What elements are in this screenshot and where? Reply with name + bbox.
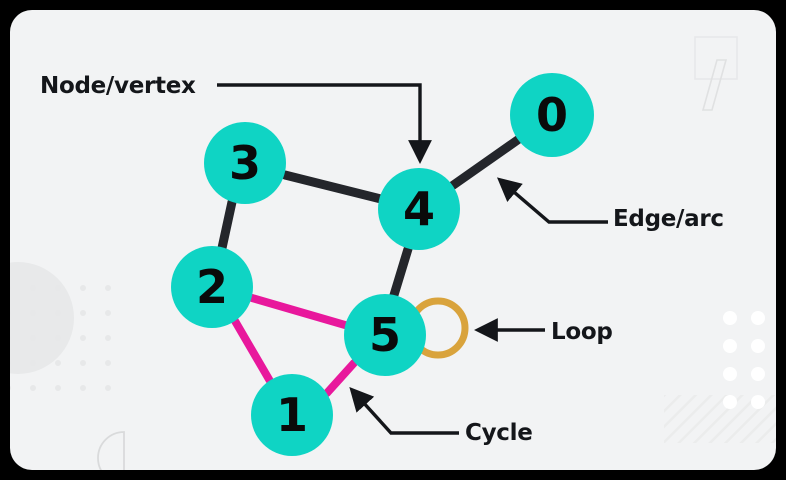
half-circle-outline-icon: [97, 431, 125, 470]
edge-4-5: [389, 244, 413, 300]
node-1[interactable]: 1: [251, 374, 333, 456]
node-0-label: 0: [536, 88, 568, 142]
annotation-arrow-layer: [217, 83, 608, 435]
node-3-label: 3: [229, 136, 261, 190]
node-5[interactable]: 5: [344, 294, 426, 376]
edge-2-5: [248, 294, 349, 329]
edge-3-2: [217, 197, 237, 253]
node-4[interactable]: 4: [378, 168, 460, 250]
node-layer: 3 4 0 2 5: [171, 73, 594, 456]
cycle-arrow: [349, 387, 459, 435]
edge-2-1: [231, 317, 274, 385]
flag-slash-icon: [701, 59, 728, 111]
decoration-layer: [10, 36, 776, 470]
annotation-loop: Loop: [551, 319, 613, 345]
corner-circle-left-icon: [10, 262, 74, 374]
edge-1-5: [323, 359, 358, 397]
annotation-node-vertex: Node/vertex: [40, 73, 196, 99]
edge-4-0: [447, 134, 524, 191]
edge-3-4: [280, 170, 386, 204]
node-2-label: 2: [196, 260, 228, 314]
node-5-label: 5: [369, 308, 401, 362]
edge-arc-arrow: [496, 177, 608, 224]
dot-grid-right-icon: [723, 311, 765, 409]
node-0[interactable]: 0: [510, 73, 594, 157]
flag-square-icon: [694, 36, 738, 80]
node-4-label: 4: [403, 182, 435, 236]
dot-grid-left-icon: [10, 285, 111, 391]
annotation-edge-arc: Edge/arc: [613, 206, 724, 232]
node-2[interactable]: 2: [171, 246, 253, 328]
node-1-label: 1: [276, 388, 308, 442]
node-3[interactable]: 3: [204, 122, 286, 204]
annotation-cycle: Cycle: [465, 420, 533, 446]
node-vertex-arrow: [217, 83, 432, 164]
edge-layer: [217, 134, 524, 397]
